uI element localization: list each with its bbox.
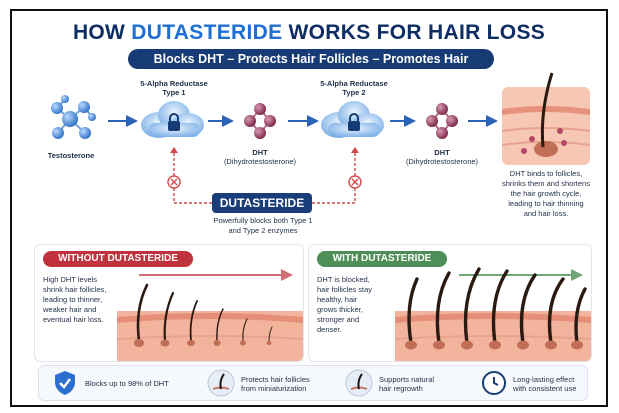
with-heading: WITH DUTASTERIDE (317, 251, 447, 267)
title-accent: DUTASTERIDE (131, 21, 283, 44)
without-description: High DHT levels shrink hair follicles, l… (43, 275, 107, 324)
clock-icon (482, 371, 506, 395)
follicle-dht-illustration (501, 72, 591, 165)
shield-check-icon (55, 371, 75, 395)
testosterone-label: Testosterone (47, 151, 95, 160)
dht-label-1: DHT(Dihydrotestosterone) (223, 148, 297, 166)
benefit-item: Blocks up to 98% of DHT (39, 366, 189, 400)
testosterone-molecule-icon (51, 95, 96, 139)
healthy-hair-illustration (394, 267, 591, 361)
infographic-frame: HOW DUTASTERIDE WORKS FOR HAIR LOSS Bloc… (10, 9, 608, 407)
inhibition-connector (173, 153, 356, 204)
with-dutasteride-panel: WITH DUTASTERIDE DHT is blocked, hair fo… (308, 244, 592, 362)
pathway-graphic (51, 72, 591, 204)
without-heading: WITHOUT DUTASTERIDE (43, 251, 193, 267)
dutasteride-badge: DUTASTERIDE (212, 193, 312, 213)
subtitle-banner: Blocks DHT – Protects Hair Follicles – P… (128, 49, 494, 86)
hair-follicle-icon (207, 369, 235, 397)
follicle-caption: DHT binds to follicles, shrinks them and… (502, 169, 590, 218)
enzyme-type2-cloud-icon (321, 101, 384, 138)
enzyme-type1-cloud-icon (141, 101, 204, 138)
dht-label-2: DHT(Dihydrotestosterone) (405, 148, 479, 166)
dht-molecule-icon (244, 103, 276, 139)
without-dutasteride-panel: WITHOUT DUTASTERIDE High DHT levels shri… (34, 244, 304, 362)
page-title: HOW DUTASTERIDE WORKS FOR HAIR LOSS (72, 21, 546, 44)
dht-molecule-icon (426, 103, 458, 139)
thinning-hair-illustration (116, 269, 303, 361)
hair-follicle-icon (345, 369, 373, 397)
with-description: DHT is blocked, hair follicles stay heal… (317, 275, 373, 334)
dutasteride-caption: Powerfully blocks both Type 1 and Type 2… (213, 216, 313, 235)
benefits-strip: Blocks up to 98% of DHT Protects hair fo… (38, 365, 588, 401)
